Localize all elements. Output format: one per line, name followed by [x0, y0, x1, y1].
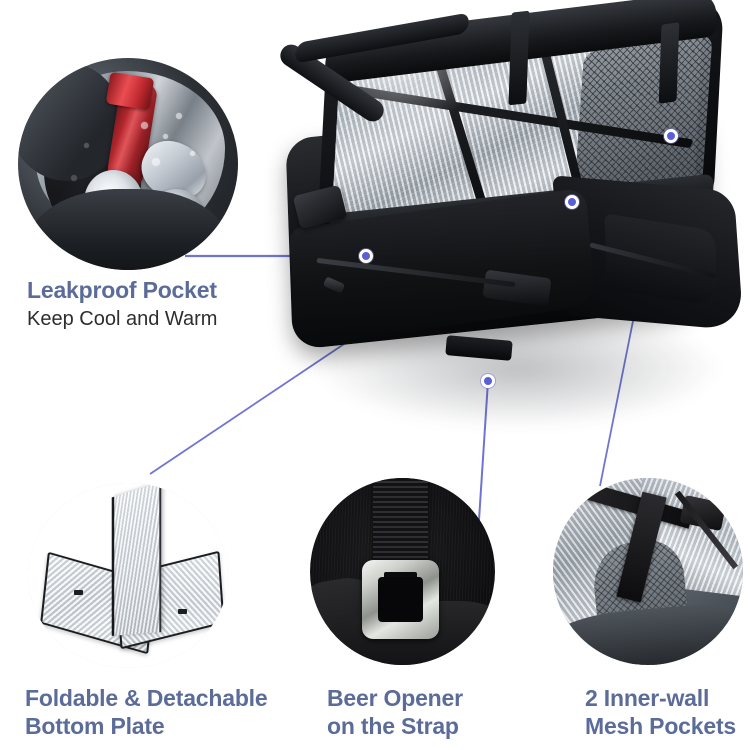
- water-droplet: [70, 174, 77, 181]
- hotspot-leakproof[interactable]: [359, 249, 373, 263]
- mesh-pockets-photo: [553, 478, 743, 665]
- plate-tab: [74, 590, 83, 596]
- callout-title: Foldable & Detachable Bottom Plate: [25, 685, 268, 739]
- opener-hole: [378, 577, 423, 622]
- top-strap-left: [508, 10, 530, 106]
- callout-label-beer-opener: Beer Opener on the Strap: [327, 684, 463, 740]
- water-droplet: [152, 157, 161, 166]
- callout-image-leakproof: [18, 58, 238, 270]
- bottom-plate-photo: [28, 483, 228, 668]
- callout-label-leakproof: Leakproof Pocket Keep Cool and Warm: [27, 276, 217, 332]
- callout-title: 2 Inner-wall Mesh Pockets: [585, 685, 736, 739]
- pocket-rim-bottom: [26, 189, 230, 270]
- beer-opener-photo: [310, 478, 495, 665]
- water-droplet: [141, 121, 149, 129]
- hotspot-beer-opener[interactable]: [481, 374, 495, 388]
- plate-tab: [178, 608, 187, 614]
- callout-subtitle: Keep Cool and Warm: [27, 308, 218, 330]
- callout-label-mesh-pockets: 2 Inner-wall Mesh Pockets: [585, 684, 736, 740]
- callout-image-mesh-pockets: [553, 478, 743, 665]
- water-droplet: [176, 113, 183, 120]
- hotspot-bottom-plate[interactable]: [565, 195, 579, 209]
- hotspot-mesh-pockets[interactable]: [664, 129, 678, 143]
- top-strap-right: [658, 22, 680, 104]
- water-droplet: [189, 151, 195, 157]
- callout-label-bottom-plate: Foldable & Detachable Bottom Plate: [25, 684, 268, 740]
- callout-image-beer-opener: [310, 478, 495, 665]
- callout-title: Beer Opener on the Strap: [327, 685, 463, 739]
- red-bottle-cap: [105, 71, 155, 110]
- main-product-image: [258, 0, 750, 438]
- callout-image-bottom-plate: [28, 483, 228, 668]
- leakproof-photo: [18, 58, 238, 270]
- plate-divider-panel: [111, 483, 162, 637]
- water-droplet: [163, 134, 169, 140]
- callout-title: Leakproof Pocket: [27, 277, 217, 303]
- water-droplet: [84, 142, 89, 148]
